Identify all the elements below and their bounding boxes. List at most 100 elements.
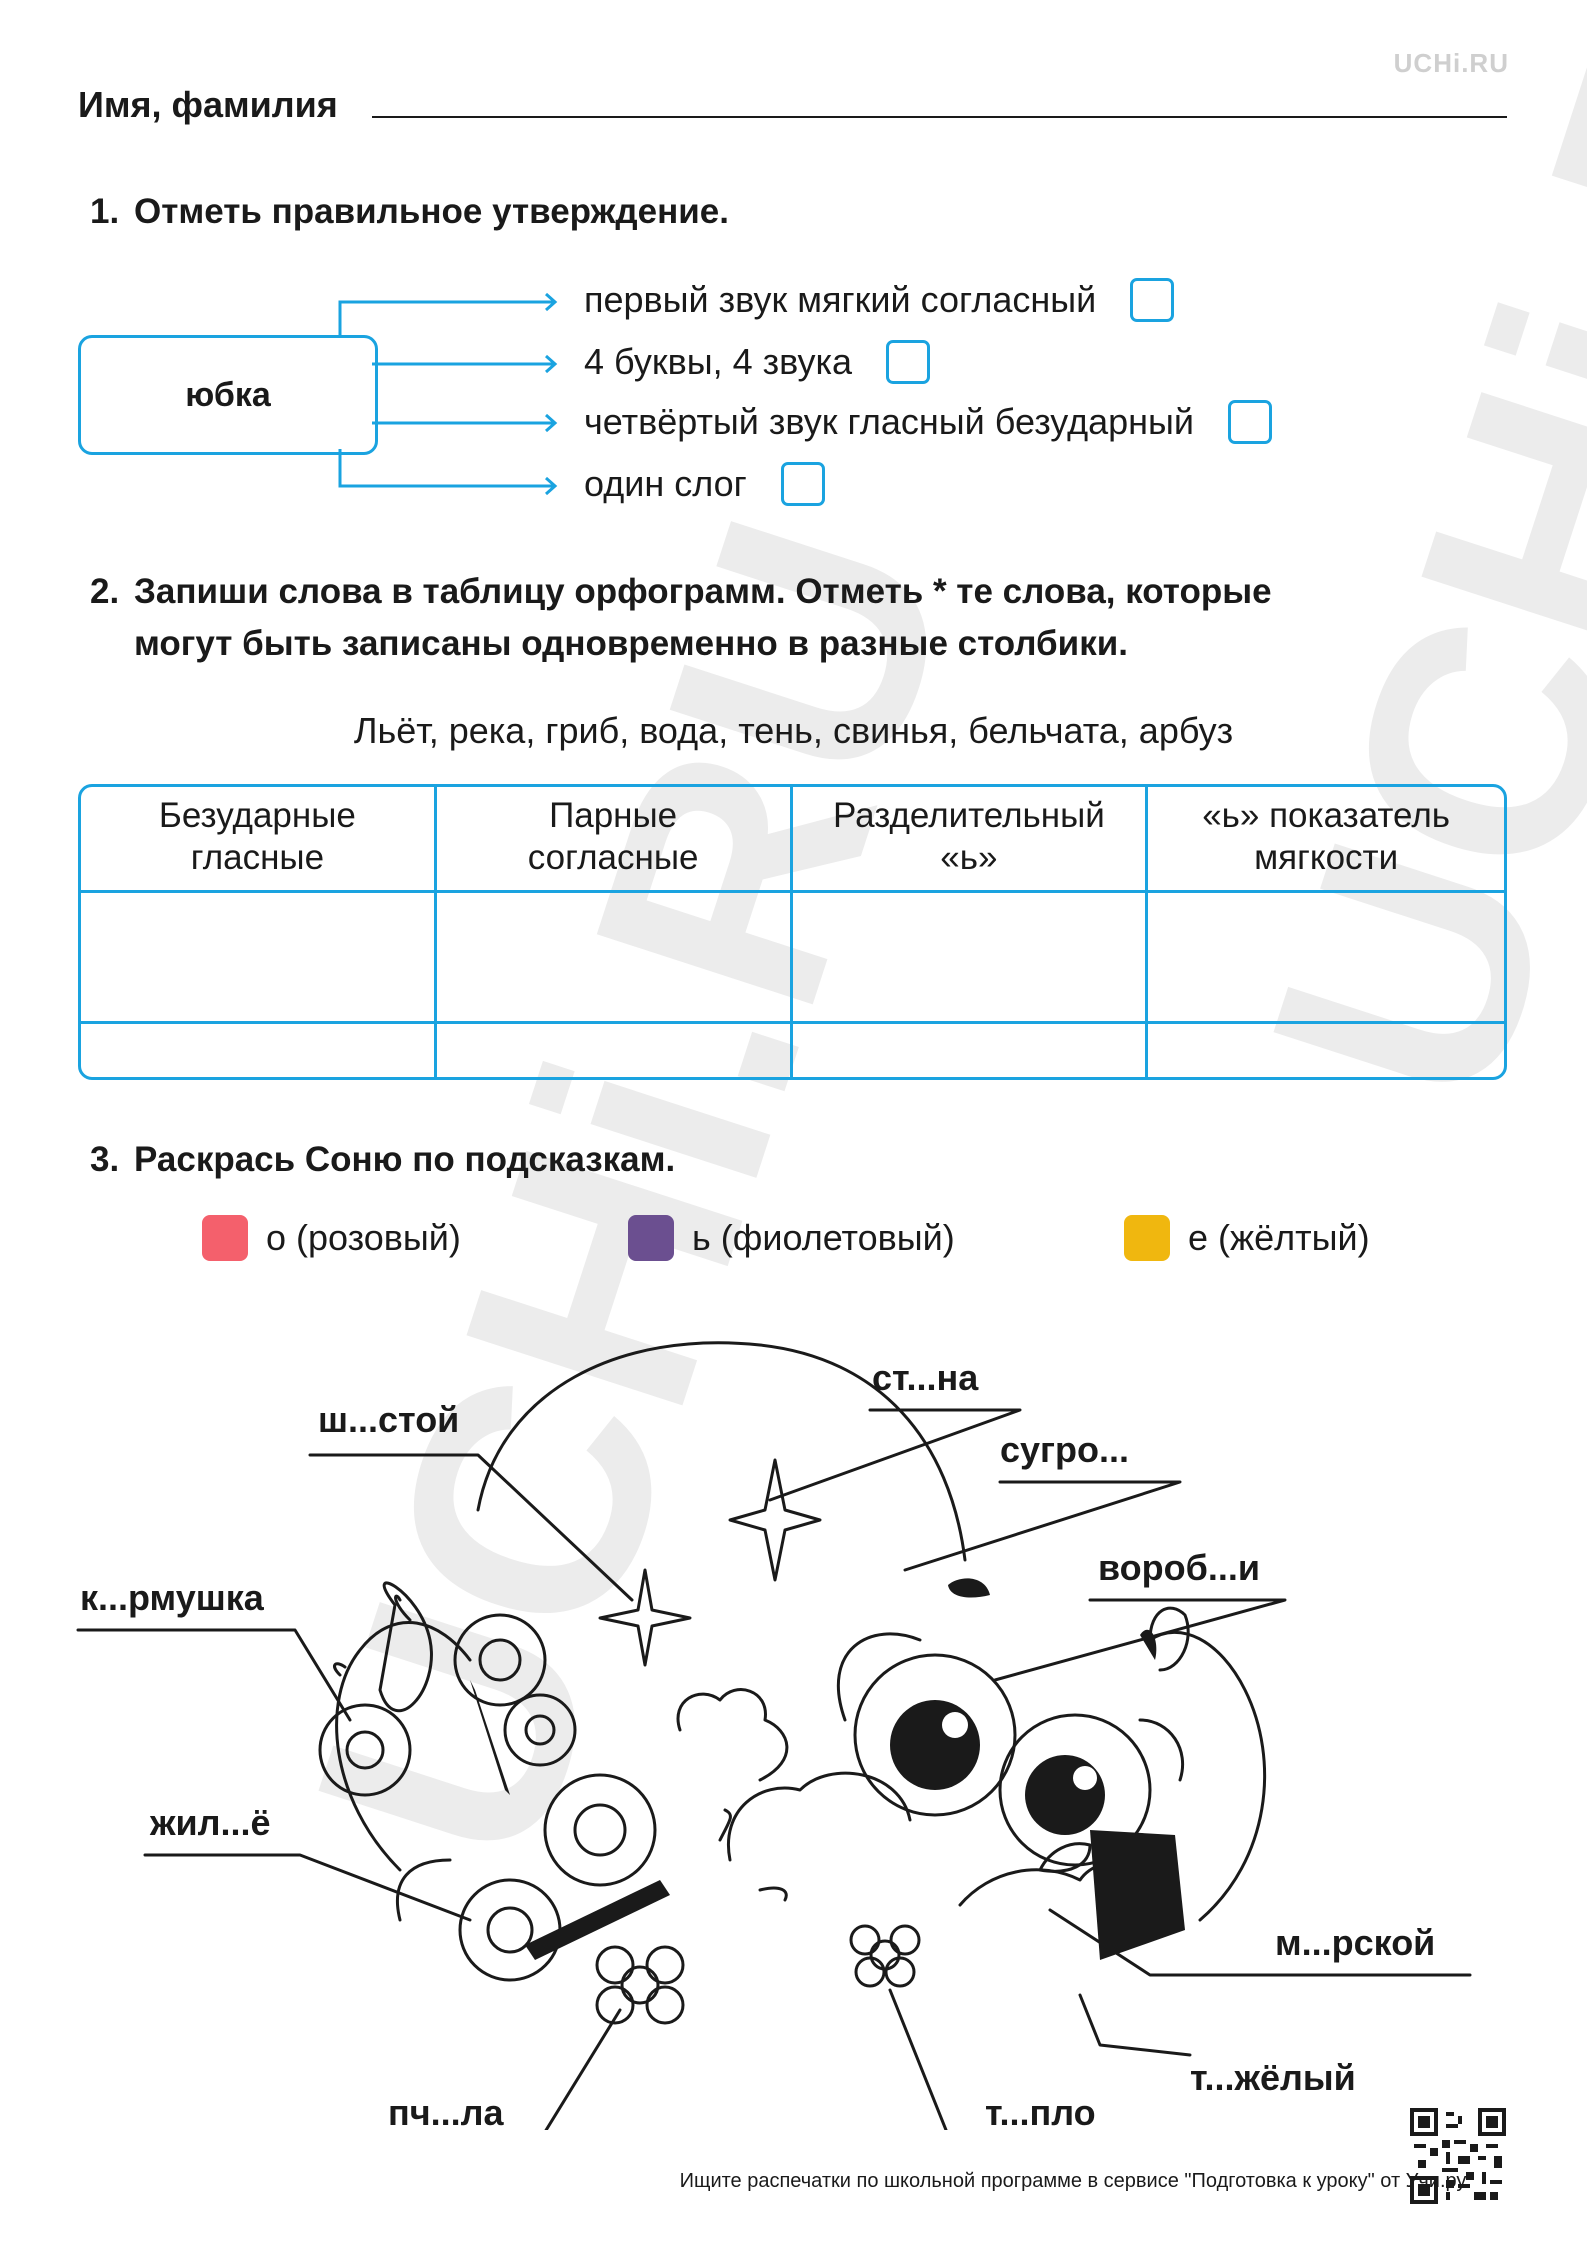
table-cell[interactable] <box>792 893 1149 1025</box>
table-cell[interactable] <box>1148 893 1504 1025</box>
legend-label-pink: о (розовый) <box>266 1217 461 1258</box>
butterfly-bottom-wing-upper[interactable] <box>543 1773 657 1887</box>
sonya-ear-right[interactable] <box>1148 1606 1190 1672</box>
task1-option-4-checkbox[interactable] <box>780 462 825 506</box>
name-line[interactable] <box>372 116 1507 118</box>
arrow-head-1 <box>545 292 558 312</box>
butterfly-bottom-wing-lower[interactable] <box>458 1878 562 1982</box>
legend-item-yellow: е (жёлтый) <box>1124 1215 1370 1261</box>
task3-title: 3.Раскрась Соню по подсказкам. <box>90 1134 675 1186</box>
sonya-eye-left-outer[interactable] <box>853 1653 1017 1817</box>
pointer-line-zhilyo <box>143 1853 472 1922</box>
dome-outline[interactable] <box>476 1341 967 1562</box>
task1-option-2-checkbox[interactable] <box>886 340 931 384</box>
task1-option-1-checkbox[interactable] <box>1130 278 1175 322</box>
sonya-pupil-right[interactable] <box>1025 1755 1105 1835</box>
task1-option-1: первый звук мягкий согласный <box>584 278 1175 322</box>
pink-swatch <box>202 1215 248 1261</box>
footer-text: Ищите распечатки по школьной программе в… <box>679 2170 1470 2192</box>
legend-item-pink: о (розовый) <box>202 1215 461 1261</box>
butterfly-top-wing-left[interactable] <box>378 1581 433 1713</box>
star-sparkle-top[interactable] <box>728 1458 822 1582</box>
snow-bush-middle[interactable] <box>727 1771 912 1862</box>
task2-number: 2. <box>90 572 120 611</box>
star-sparkle-left[interactable] <box>598 1568 692 1667</box>
butterfly-bottom-spot-1[interactable] <box>573 1803 627 1857</box>
task1-option-3-checkbox[interactable] <box>1228 400 1273 444</box>
task1-option-3-label: четвёртый звук гласный безударный <box>584 401 1195 442</box>
butterfly-top-wing-lower-left[interactable] <box>318 1703 412 1797</box>
snowdrift-right[interactable] <box>1148 1630 1267 1922</box>
task1-number: 1. <box>90 192 120 231</box>
butterfly-top-spot-2[interactable] <box>345 1730 385 1770</box>
sonya-eye-right-glint <box>1073 1766 1097 1790</box>
sonya-ear-dark[interactable] <box>1140 1629 1157 1660</box>
label-sugrob: сугро... <box>1000 1429 1129 1470</box>
table-row <box>81 1024 1504 1077</box>
connector-line-4 <box>338 449 555 488</box>
butterfly-top-wing-upper[interactable] <box>453 1613 547 1707</box>
task2-title-line2-wrap: могут быть записаны одновременно в разны… <box>134 618 1128 670</box>
pointer-line-sugrob <box>903 1480 1182 1572</box>
pointer-line-stena <box>768 1408 1022 1502</box>
nut-creature[interactable] <box>676 1688 789 1782</box>
task1-title: 1. Отметь правильное утверждение. <box>90 186 729 238</box>
sonya-pupil-left[interactable] <box>890 1700 980 1790</box>
pointer-line-shesstoy <box>308 1453 634 1602</box>
butterfly-top-spot-1[interactable] <box>478 1638 522 1682</box>
label-teplo: т...пло <box>985 2092 1096 2130</box>
task1-option-2-label: 4 буквы, 4 звука <box>584 341 853 382</box>
task1-option-3: четвёртый звук гласный безударный <box>584 400 1273 444</box>
task1-option-4-label: один слог <box>584 463 747 504</box>
snowdrift-bottom-left[interactable] <box>395 1858 452 1922</box>
sonya-head-right[interactable] <box>1138 1718 1185 1782</box>
label-shesstoy: ш...стой <box>318 1399 459 1440</box>
label-pchela: пч...ла <box>388 2092 505 2130</box>
leaf-shape[interactable] <box>1038 1842 1092 1873</box>
sonya-eye-right-outer[interactable] <box>998 1713 1152 1867</box>
flower-right[interactable] <box>849 1924 921 1988</box>
butterfly-top-body[interactable] <box>470 1680 510 1795</box>
sonya-muzzle-dark[interactable] <box>1090 1830 1185 1960</box>
butterfly-bottom-spot-2[interactable] <box>486 1906 534 1954</box>
task2-title-line2: могут быть записаны одновременно в разны… <box>134 624 1128 663</box>
pointer-line-kormushka <box>76 1628 352 1722</box>
task2-title: 2. Запиши слова в таблицу орфограмм. Отме… <box>90 566 1272 618</box>
connector-line-1 <box>338 300 555 335</box>
butterfly-bottom-antenna-2[interactable] <box>758 1886 788 1902</box>
butterfly-top-antenna-2[interactable] <box>333 1662 347 1677</box>
label-zhilyo: жил...ё <box>149 1802 271 1843</box>
column-header-separating-soft-sign: Разделительный«ь» <box>792 787 1149 893</box>
table-cell[interactable] <box>1148 1024 1504 1077</box>
pointer-line-vorobyi <box>993 1598 1287 1682</box>
table-cell[interactable] <box>437 1024 793 1077</box>
qr-code <box>1410 2108 1506 2204</box>
task1-connector-lines <box>338 292 558 496</box>
label-morskoy: м...рской <box>1275 1922 1435 1963</box>
table-cell[interactable] <box>793 1024 1149 1077</box>
butterfly-top-wing-lower-right[interactable] <box>503 1693 577 1767</box>
purple-swatch <box>628 1215 674 1261</box>
butterfly-bottom-antenna-1[interactable] <box>718 1808 732 1842</box>
task1-title-text: Отметь правильное утверждение. <box>134 192 729 231</box>
sonya-eye-left-glint <box>942 1712 968 1738</box>
task1-word-box: юбка <box>78 335 378 455</box>
task2-title-line1: Запиши слова в таблицу орфограмм. Отметь… <box>134 572 1272 611</box>
butterfly-top-spot-3[interactable] <box>524 1714 556 1746</box>
sonya-eyebrow[interactable] <box>948 1578 990 1598</box>
task2-word-list: Льёт, река, гриб, вода, тень, свинья, бе… <box>353 710 1234 751</box>
butterfly-bottom-body[interactable] <box>525 1880 670 1960</box>
label-tyazhely: т...жёлый <box>1190 2057 1356 2098</box>
table-cell[interactable] <box>81 893 437 1025</box>
table-cell[interactable] <box>436 893 793 1025</box>
name-label: Имя, фамилия <box>78 84 338 125</box>
butterfly-top-antenna-1[interactable] <box>394 1594 412 1622</box>
sonya-head-left[interactable] <box>837 1632 922 1722</box>
snowdrift-left[interactable] <box>335 1621 472 1872</box>
table-cell[interactable] <box>81 1024 437 1077</box>
arrow-head-4 <box>545 476 558 496</box>
brand-logo: UCHi.RU <box>1393 48 1509 78</box>
flower-left[interactable] <box>595 1945 685 2025</box>
